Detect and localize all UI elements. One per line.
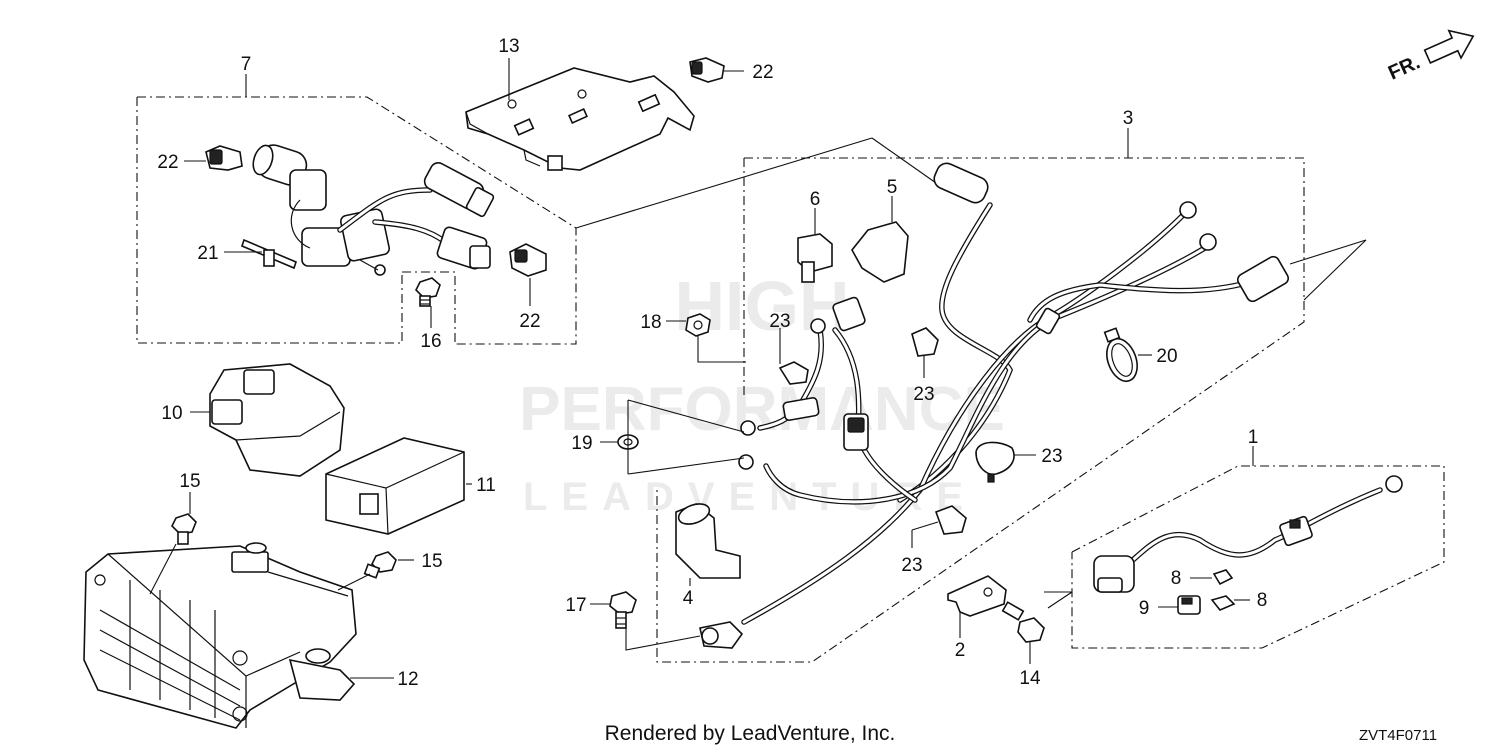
callout-18: 18	[640, 312, 661, 333]
part-18-nut[interactable]	[666, 313, 746, 363]
part-22-clip-b[interactable]	[509, 243, 547, 306]
callout-6: 6	[810, 189, 821, 210]
callout-20: 20	[1156, 346, 1177, 367]
callout-4: 4	[683, 588, 694, 609]
part-23-clip-c[interactable]	[975, 441, 1036, 483]
part-1-ground-cable[interactable]	[1093, 475, 1403, 593]
part-22-clip-a[interactable]	[184, 145, 243, 171]
part-5-cover[interactable]	[851, 196, 909, 283]
front-direction-indicator: FR.	[1385, 29, 1475, 85]
callout-5: 5	[887, 177, 898, 198]
part-12-base[interactable]	[83, 542, 394, 729]
callout-8-a: 8	[1171, 568, 1182, 589]
part-6-cap[interactable]	[797, 208, 833, 283]
callout-21: 21	[197, 243, 218, 264]
part-3-main-harness[interactable]	[699, 160, 1290, 649]
part-8-terminal-a[interactable]	[1190, 569, 1234, 586]
callout-23-d: 23	[901, 555, 922, 576]
part-20-band[interactable]	[1101, 327, 1152, 385]
callout-labels: 1 2 3 4 5 6 7 8 8 9 10 11 12 13 14 15 15…	[157, 36, 1267, 690]
watermark-line-2: PERFORMANCE	[519, 375, 1005, 444]
callout-23-c: 23	[1041, 446, 1062, 467]
part-8-terminal-b[interactable]	[1210, 595, 1250, 611]
callout-10: 10	[161, 403, 182, 424]
callout-13: 13	[498, 36, 519, 57]
callout-22-c: 22	[752, 62, 773, 83]
callout-8-b: 8	[1257, 590, 1268, 611]
callout-3: 3	[1123, 108, 1134, 129]
part-16-bolt[interactable]	[415, 277, 441, 328]
part-15-screw-a[interactable]	[149, 492, 197, 595]
callout-15-a: 15	[179, 471, 200, 492]
callout-19: 19	[571, 433, 592, 454]
callout-23-b: 23	[913, 384, 934, 405]
callout-7: 7	[241, 54, 252, 75]
part-15-screw-b[interactable]	[337, 551, 414, 591]
callout-15-b: 15	[421, 551, 442, 572]
callout-22-b: 22	[519, 311, 540, 332]
part-7-sub-harness[interactable]	[250, 141, 495, 276]
callout-11: 11	[476, 475, 496, 496]
part-11-cover[interactable]	[325, 437, 472, 535]
part-13-cover[interactable]	[465, 58, 695, 171]
part-23-clip-d[interactable]	[911, 505, 967, 548]
part-23-clip-b[interactable]	[911, 327, 939, 378]
group-7-frame	[136, 74, 947, 345]
callout-17: 17	[565, 595, 586, 616]
callout-12: 12	[397, 669, 418, 690]
group-1-frame	[1044, 446, 1445, 649]
callout-16: 16	[420, 331, 441, 352]
part-23-clip-a[interactable]	[778, 328, 809, 385]
part-19-washer[interactable]	[600, 399, 745, 475]
group-3-frame	[656, 128, 1367, 663]
part-9-connector[interactable]	[1158, 595, 1201, 615]
footer-credit: Rendered by LeadVenture, Inc.	[605, 722, 896, 745]
part-10-module[interactable]	[190, 363, 345, 477]
part-22-clip-c[interactable]	[689, 57, 744, 83]
part-17-bolt[interactable]	[590, 591, 701, 651]
callout-23-a: 23	[769, 311, 790, 332]
part-2-bracket[interactable]	[947, 575, 1007, 638]
part-4-boot[interactable]	[675, 500, 741, 586]
callout-14: 14	[1019, 668, 1041, 689]
callout-9: 9	[1139, 598, 1150, 619]
diagram-code: ZVT4F0711	[1359, 727, 1437, 744]
part-14-bolt[interactable]	[1001, 601, 1045, 664]
front-label: FR.	[1385, 51, 1423, 84]
callout-1: 1	[1248, 427, 1259, 448]
part-21-bracket[interactable]	[224, 238, 297, 270]
arrow-right-icon	[1423, 29, 1475, 64]
callout-22-a: 22	[157, 152, 178, 173]
callout-2: 2	[955, 640, 966, 661]
